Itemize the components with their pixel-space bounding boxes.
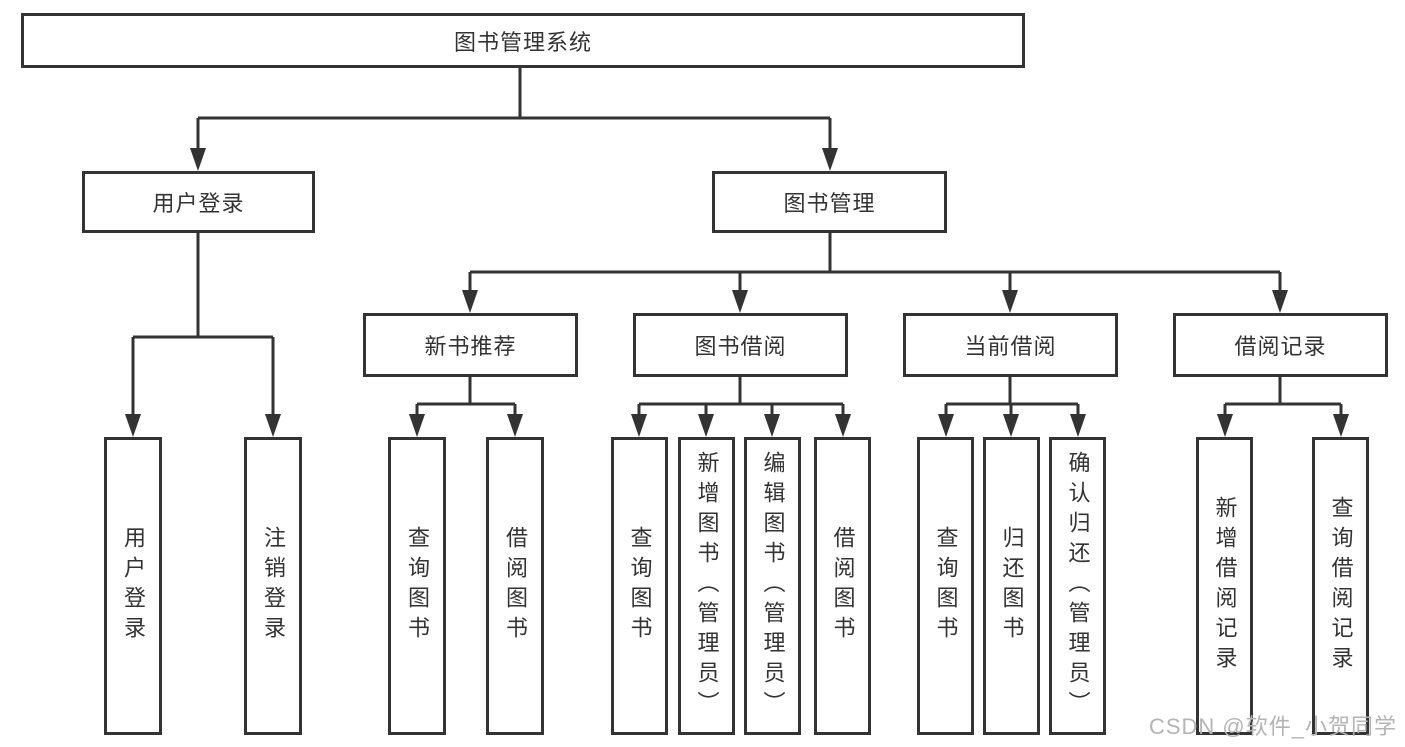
node-library-management-system: 图书管理系统 — [21, 13, 1025, 68]
leaf-label: 查询图书 — [933, 526, 959, 646]
node-label: 新书推荐 — [424, 334, 517, 359]
node-book-borrow: 图书借阅 — [633, 313, 848, 377]
node-user-login: 用户登录 — [82, 171, 315, 233]
leaf-borrow-books-recommend: 借阅图书 — [486, 437, 544, 735]
leaf-label: 编辑图书（管理员） — [760, 451, 786, 721]
leaf-label: 查询图书 — [405, 526, 430, 646]
leaf-query-books-current: 查询图书 — [917, 437, 974, 735]
node-borrow-records: 借阅记录 — [1173, 313, 1388, 377]
leaf-label: 归还图书 — [999, 526, 1025, 646]
leaf-confirm-return-admin: 确认归还（管理员） — [1049, 437, 1106, 735]
leaf-label: 查询借阅记录 — [1328, 496, 1354, 676]
node-label: 图书管理 — [783, 191, 876, 216]
leaf-label: 查询图书 — [627, 526, 653, 646]
leaf-user-login: 用户登录 — [104, 437, 162, 735]
csdn-watermark: CSDN @软件_小贺同学 — [1148, 714, 1397, 739]
leaf-label: 注销登录 — [261, 526, 286, 646]
node-label: 图书管理系统 — [453, 29, 592, 55]
node-current-borrow: 当前借阅 — [903, 313, 1118, 377]
leaf-label: 借阅图书 — [830, 526, 856, 646]
leaf-label: 新增借阅记录 — [1212, 496, 1238, 676]
leaf-label: 确认归还（管理员） — [1065, 451, 1091, 721]
leaf-logout: 注销登录 — [244, 437, 302, 735]
leaf-return-book: 归还图书 — [983, 437, 1040, 735]
leaf-query-borrow-record: 查询借阅记录 — [1312, 437, 1369, 735]
leaf-query-books-recommend: 查询图书 — [388, 437, 446, 735]
leaf-add-book-admin: 新增图书（管理员） — [678, 437, 735, 735]
node-label: 借阅记录 — [1234, 334, 1327, 359]
node-label: 当前借阅 — [964, 334, 1057, 359]
leaf-edit-book-admin: 编辑图书（管理员） — [744, 437, 801, 735]
node-new-book-recommend: 新书推荐 — [363, 313, 578, 377]
leaf-add-borrow-record: 新增借阅记录 — [1196, 437, 1253, 735]
arrowheads — [125, 148, 1349, 437]
node-label: 用户登录 — [152, 191, 245, 216]
leaf-label: 新增图书（管理员） — [694, 451, 720, 721]
leaf-label: 用户登录 — [121, 526, 146, 646]
node-label: 图书借阅 — [694, 334, 787, 359]
node-book-management: 图书管理 — [712, 171, 947, 233]
leaf-label: 借阅图书 — [503, 526, 528, 646]
leaf-query-books-borrow: 查询图书 — [611, 437, 668, 735]
leaf-borrow-books: 借阅图书 — [814, 437, 871, 735]
